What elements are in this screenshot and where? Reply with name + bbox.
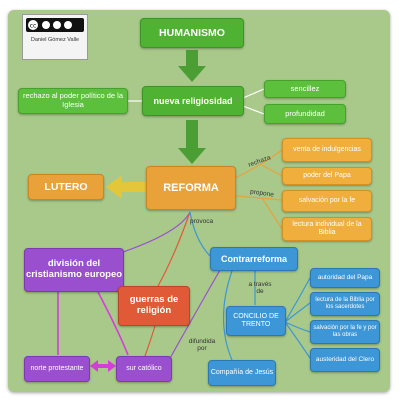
- link-religiosidad-profundidad: [242, 105, 265, 115]
- arrow-religiosidad-to-reforma: [178, 120, 206, 164]
- node-lutero: LUTERO: [28, 174, 104, 200]
- link-religiosidad-sencillez: [242, 88, 265, 99]
- arrow-humanismo-to-religiosidad: [178, 50, 206, 82]
- node-rechazo-poder: rechazo al poder político de la Iglesia: [18, 88, 128, 114]
- label-difundida-por: difundida por: [188, 338, 216, 353]
- svg-text:cc: cc: [30, 23, 37, 30]
- node-contrarreforma: Contrarreforma: [210, 247, 298, 271]
- node-humanismo: HUMANISMO: [140, 18, 244, 48]
- link-reforma-propone: [234, 195, 283, 230]
- link-reforma-division: [122, 211, 191, 253]
- node-sencillez: sencillez: [264, 80, 346, 98]
- label-a-traves-de: a través de: [248, 281, 272, 296]
- node-compania-jesus: Compañía de Jesús: [208, 360, 276, 386]
- link-reforma-contrarreforma: [189, 211, 211, 257]
- node-austeridad-clero: austeridad del Clero: [310, 348, 380, 372]
- node-lectura-biblia: lectura individual de la Biblia: [282, 217, 372, 241]
- node-profundidad: profundidad: [264, 104, 346, 124]
- node-division: división del cristianismo europeo: [24, 248, 124, 292]
- node-guerras: guerras de religión: [118, 286, 190, 326]
- author-name: Daniel Gómez Valle: [30, 37, 80, 43]
- creative-commons-icon: cc: [26, 18, 84, 32]
- double-arrow-norte-sur: [90, 360, 116, 372]
- node-concilio-trento: CONCILIO DE TRENTO: [226, 306, 286, 336]
- arrow-reforma-to-lutero: [106, 175, 148, 199]
- link-division-sur: [97, 291, 129, 356]
- link-concilio-branches: [284, 277, 311, 359]
- link-contrarreforma-compania: [222, 270, 233, 361]
- link-reforma-guerras: [157, 211, 191, 287]
- node-nueva-religiosidad: nueva religiosidad: [142, 86, 244, 116]
- node-sur-catolico: sur católico: [116, 356, 172, 382]
- label-provoca: provoca: [190, 218, 214, 225]
- link-guerras-sur: [144, 325, 156, 357]
- node-venta-indulgencias: venta de indulgencias: [282, 138, 372, 162]
- license-badge: cc Daniel Gómez Valle: [22, 14, 88, 60]
- node-norte-protestante: norte protestante: [24, 356, 90, 382]
- node-lectura-sacerdotes: lectura de la Biblia por los sacerdotes: [310, 292, 380, 316]
- link-reforma-rechaza: [234, 149, 283, 179]
- node-poder-papa: poder del Papa: [282, 167, 372, 185]
- node-salvacion-fe: salvación por la fe: [282, 190, 372, 212]
- node-salvacion-obras: salvación por la fe y por las obras: [310, 320, 380, 344]
- node-reforma: REFORMA: [146, 166, 236, 210]
- node-autoridad-papa: autoridad del Papa: [310, 268, 380, 288]
